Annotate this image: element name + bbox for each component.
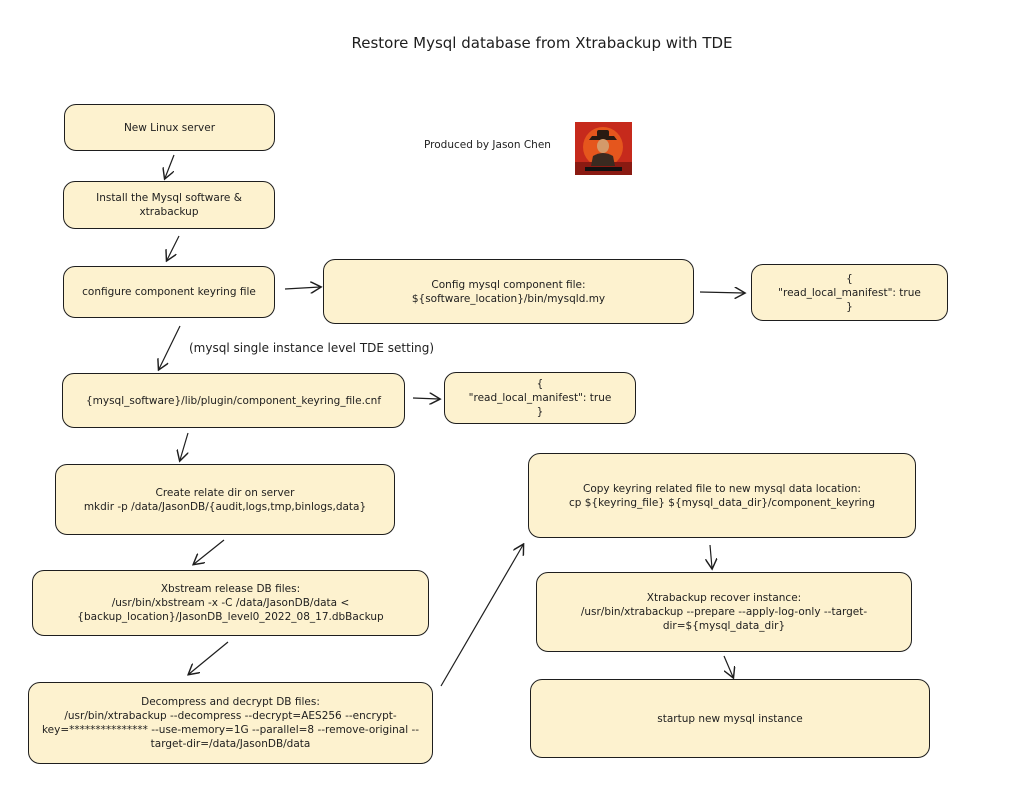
step-recover-instance-text: Xtrabackup recover instance: /usr/bin/xt… [580,592,868,632]
step-new-linux-server-text: New Linux server [123,121,216,134]
step-new-linux-server: New Linux server [64,104,275,151]
diagram-title: Restore Mysql database from Xtrabackup w… [351,34,733,52]
step-keyring-cnf-path: {mysql_software}/lib/plugin/component_ke… [62,373,405,428]
arrow-install-to-configure [167,235,180,260]
step-keyring-cnf-path-text: {mysql_software}/lib/plugin/component_ke… [85,394,382,407]
step-startup-instance: startup new mysql instance [530,679,930,758]
manifest-json-2: { "read_local_manifest": true } [444,372,636,424]
step-copy-keyring: Copy keyring related file to new mysql d… [528,453,916,538]
step-install-software-text: Install the Mysql software & xtrabackup [96,192,242,218]
arrow-configure-to-config-file [284,287,320,289]
arrow-server-to-install [165,154,175,178]
step-xbstream-release: Xbstream release DB files: /usr/bin/xbst… [32,570,429,636]
manifest-json-1: { "read_local_manifest": true } [751,264,948,321]
step-copy-keyring-text: Copy keyring related file to new mysql d… [568,482,876,509]
step-decompress-decrypt: Decompress and decrypt DB files: /usr/bi… [28,682,433,764]
step-configure-keyring-text: configure component keyring file [82,286,256,298]
step-config-component-file: Config mysql component file: ${software_… [323,259,694,324]
manifest-json-2-text: { "read_local_manifest": true } [468,378,612,418]
arrow-xbstream-to-decompress [189,641,229,674]
arrow-recover-to-startup [723,655,733,677]
step-config-component-file-text: Config mysql component file: ${software_… [411,278,606,305]
step-configure-keyring: configure component keyring file [63,266,275,318]
arrow-configure-to-cnf [159,325,181,369]
arrow-copy-keyring-to-recover [710,544,712,568]
author-credit: Produced by Jason Chen [424,139,551,151]
step-startup-instance-text: startup new mysql instance [657,712,803,725]
step-create-dirs: Create relate dir on server mkdir -p /da… [55,464,395,535]
step-install-software: Install the Mysql software & xtrabackup [63,181,275,229]
step-decompress-decrypt-text: Decompress and decrypt DB files: /usr/bi… [41,696,420,750]
tde-setting-note: (mysql single instance level TDE setting… [189,341,435,355]
step-create-dirs-text: Create relate dir on server mkdir -p /da… [83,486,367,513]
author-avatar [575,122,632,175]
step-xbstream-release-text: Xbstream release DB files: /usr/bin/xbst… [77,583,384,623]
arrow-cnf-to-create-dir [180,432,189,460]
step-recover-instance: Xtrabackup recover instance: /usr/bin/xt… [536,572,912,652]
arrow-config-file-to-manifest-1 [699,292,744,293]
arrow-create-dir-to-xbstream [194,539,225,564]
arrow-cnf-to-manifest-2 [412,398,439,399]
manifest-json-1-text: { "read_local_manifest": true } [778,272,921,313]
arrow-decompress-to-copy-keyring [440,545,523,687]
